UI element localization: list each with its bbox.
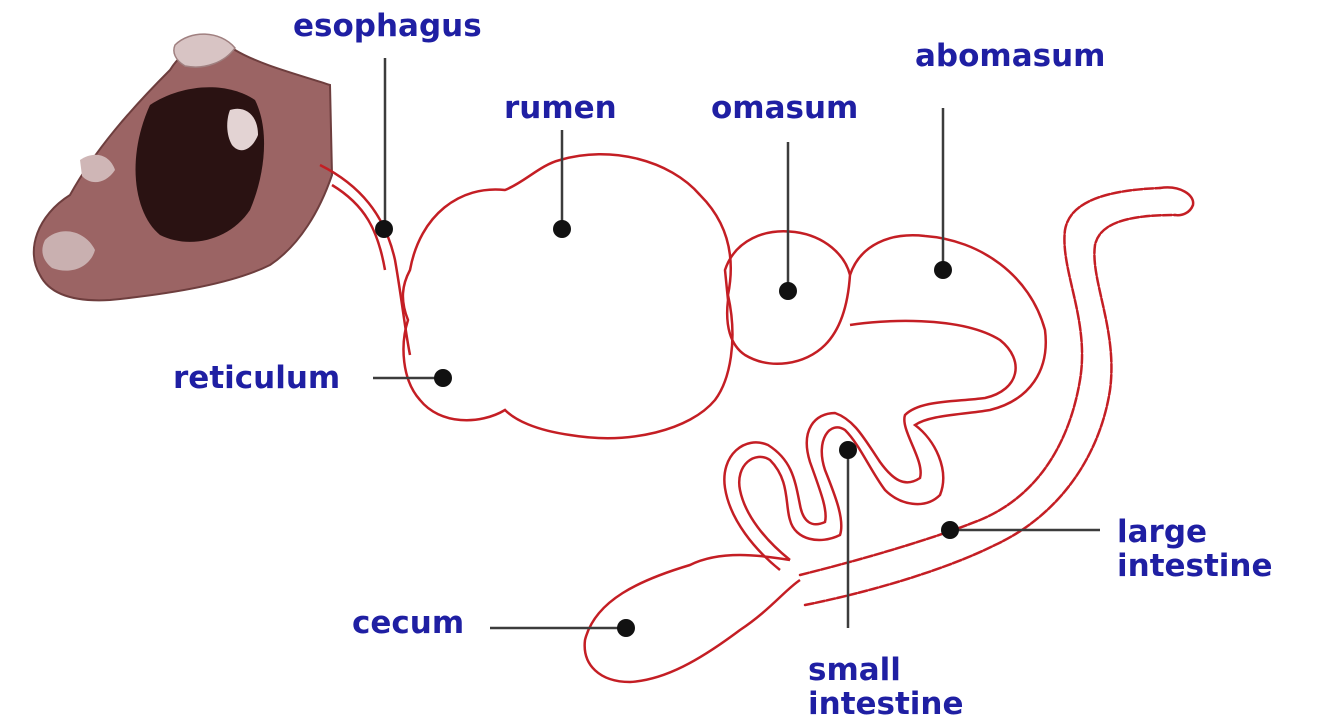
large-intestine-label-line2: intestine (1117, 549, 1273, 583)
esophagus-label: esophagus (293, 8, 482, 44)
cecum-dot (617, 619, 635, 637)
esophagus-dot (375, 220, 393, 238)
cecum-label: cecum (352, 605, 464, 641)
large-intestine-dot (941, 521, 959, 539)
rumen-reticulum-outline (403, 154, 733, 438)
cecum-outline (585, 555, 800, 682)
small-intestine-label-line2: intestine (808, 687, 964, 721)
cow-head-illustration (34, 34, 332, 300)
rumen-dot (553, 220, 571, 238)
small-intestine-label-line1: small (808, 653, 964, 687)
large-intestine-label: large intestine (1117, 515, 1273, 583)
abomasum-dot (934, 261, 952, 279)
omasum-dot (779, 282, 797, 300)
small-intestine-dot (839, 441, 857, 459)
small-intestine-inner-loop (724, 321, 1015, 570)
large-intestine-label-line1: large (1117, 515, 1273, 549)
esophagus-tube (320, 165, 410, 355)
abomasum-label: abomasum (915, 38, 1105, 74)
omasum-label: omasum (711, 90, 858, 126)
reticulum-dot (434, 369, 452, 387)
leader-lines (373, 58, 1100, 628)
rumen-label: rumen (504, 90, 617, 126)
reticulum-label: reticulum (173, 360, 340, 396)
small-intestine-label: small intestine (808, 653, 964, 721)
